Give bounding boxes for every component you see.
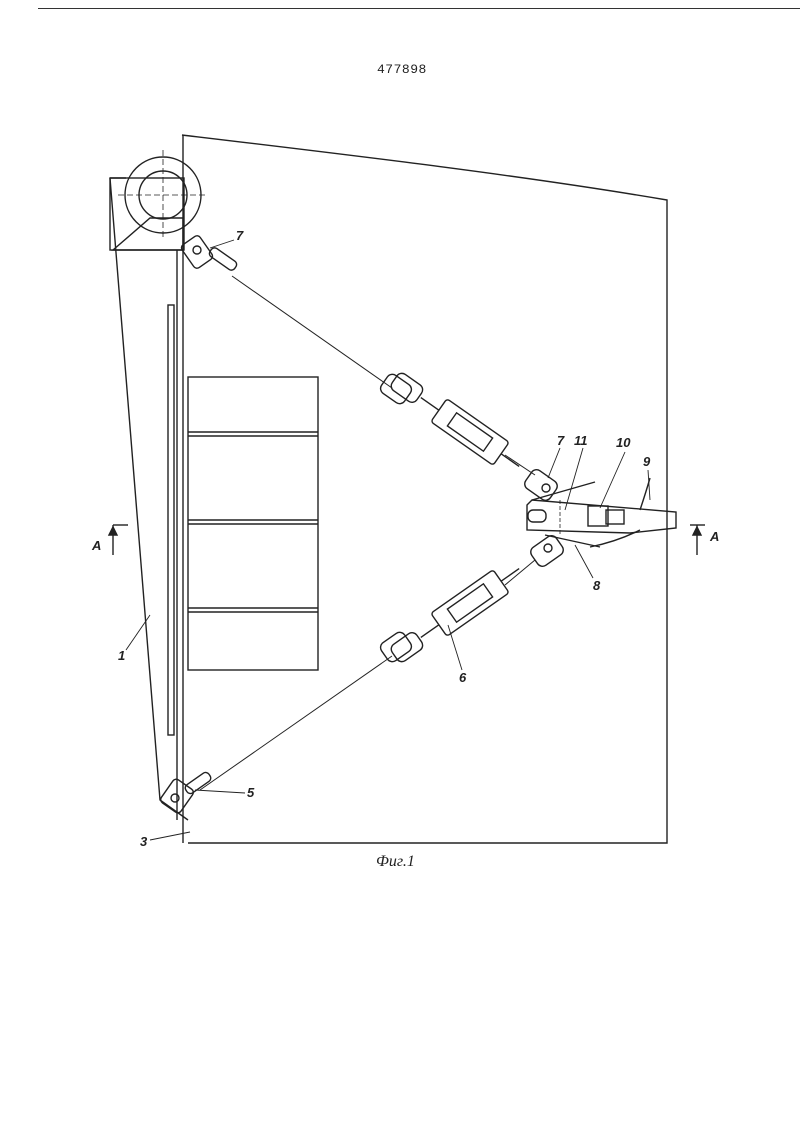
leader-7b — [547, 447, 561, 479]
section-marker-left — [107, 524, 128, 555]
lower-rope-segment-2 — [504, 559, 536, 586]
leader-5 — [194, 789, 246, 794]
lower-bracket-shackle — [530, 535, 564, 567]
label-10: 10 — [616, 435, 631, 450]
label-1: 1 — [118, 648, 125, 663]
pulley-housing — [109, 177, 185, 251]
leader-11 — [564, 447, 584, 511]
label-7-bracket: 7 — [557, 433, 565, 448]
leader-3 — [149, 831, 191, 841]
label-8: 8 — [593, 578, 601, 593]
label-5: 5 — [247, 785, 255, 800]
leader-6 — [447, 624, 463, 671]
leader-7a — [209, 239, 235, 249]
leader-10 — [599, 451, 626, 509]
leader-9 — [647, 469, 651, 501]
upper-rope-segment-1 — [231, 275, 393, 389]
tensioner-bracket — [526, 477, 677, 548]
section-marker-right — [690, 524, 705, 555]
label-6: 6 — [459, 670, 467, 685]
upper-anchor-shackle — [180, 235, 238, 271]
section-label-right: A — [709, 529, 719, 544]
label-3: 3 — [140, 834, 148, 849]
leader-8 — [574, 544, 594, 579]
upper-rope-segment-2 — [504, 454, 536, 476]
lower-rope-shackle — [379, 631, 413, 663]
patent-number: 477898 — [377, 62, 427, 77]
top-border-line — [38, 8, 800, 9]
leader-1 — [125, 614, 151, 651]
label-9: 9 — [643, 454, 651, 469]
inner-bar — [167, 304, 175, 736]
lower-anchor-shackle — [160, 771, 212, 814]
main-plate — [181, 134, 668, 844]
lower-turnbuckle — [390, 568, 520, 663]
label-7-top: 7 — [236, 228, 244, 243]
upper-rope-shackle — [379, 373, 413, 405]
lower-rope-segment-1 — [199, 655, 393, 791]
frame-top-bracket — [111, 217, 184, 251]
upper-turnbuckle — [390, 372, 520, 467]
figure-caption: Фиг.1 — [376, 853, 415, 870]
section-label-left: A — [91, 538, 101, 553]
upper-bracket-shackle — [524, 469, 558, 501]
label-11: 11 — [574, 433, 588, 448]
